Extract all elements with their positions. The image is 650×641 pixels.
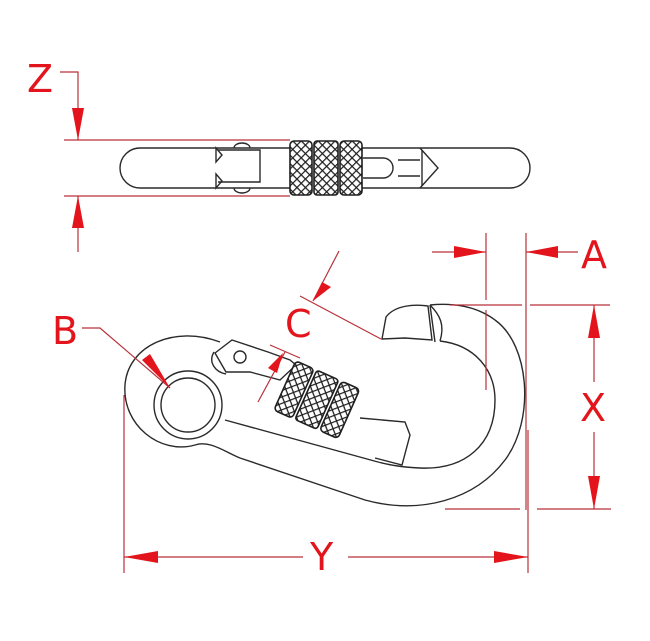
dimension-z-arrows (72, 108, 84, 228)
label-y: Y (310, 535, 334, 579)
dimension-b-arrow (142, 354, 170, 388)
label-a: A (581, 233, 607, 277)
front-view (124, 303, 526, 507)
dimension-z (60, 71, 290, 252)
dimension-a-arrows (454, 246, 558, 258)
top-view (119, 142, 531, 194)
dimension-x-arrows (588, 305, 600, 509)
dimension-b (82, 327, 171, 389)
label-z: Z (27, 57, 54, 101)
label-b: B (52, 309, 79, 353)
dimension-y-arrows (124, 551, 528, 563)
label-c: C (285, 302, 312, 346)
label-x: X (580, 386, 607, 430)
top-view-knurled-sleeve (289, 140, 363, 196)
dimension-a (432, 233, 578, 510)
front-view-knurled-sleeve (274, 361, 360, 439)
dimension-c-arrows (268, 282, 331, 373)
